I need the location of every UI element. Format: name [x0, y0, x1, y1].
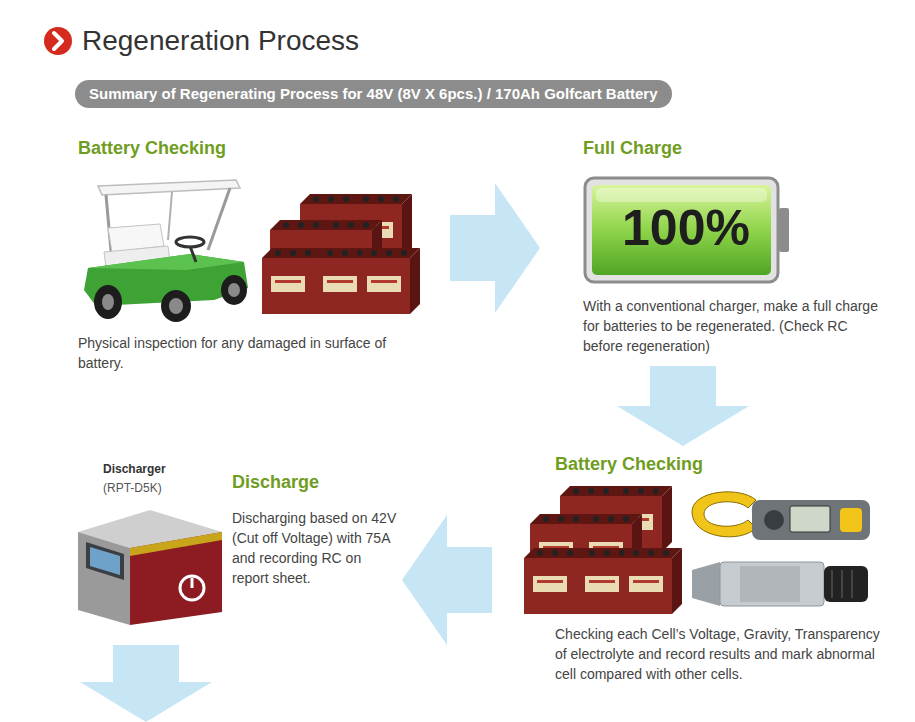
refractometer — [692, 562, 868, 606]
step-heading: Battery Checking — [78, 136, 423, 160]
battery-pack — [262, 194, 420, 314]
charge-percent: 100% — [600, 198, 772, 258]
title-icon — [44, 27, 72, 55]
step-description: Physical inspection for any damaged in s… — [78, 333, 423, 373]
process-step: DischargeDischarging based on 42V (Cut o… — [232, 470, 397, 588]
clamp-meter — [692, 492, 870, 540]
step-description: Checking each Cell’s Voltage, Gravity, T… — [555, 624, 882, 684]
charge-battery-icon — [585, 178, 789, 282]
battery-pack — [524, 486, 682, 614]
flow-arrow — [617, 366, 749, 446]
step-heading: Battery Checking — [555, 452, 882, 476]
device-model: (RPT-D5K) — [103, 480, 162, 496]
flow-arrow — [402, 515, 492, 645]
golf-cart — [84, 180, 248, 322]
step-description: With a conventional charger, make a full… — [583, 296, 878, 356]
step-heading: Discharge — [232, 470, 397, 494]
image-space — [78, 160, 423, 333]
page-title: Regeneration Process — [82, 24, 359, 58]
device-name: Discharger — [103, 461, 166, 477]
step-description: Discharging based on 42V (Cut off Voltag… — [232, 508, 397, 588]
continue-arrow — [80, 645, 212, 722]
image-space — [555, 476, 882, 624]
flow-arrow — [450, 183, 540, 313]
process-step: Battery CheckingChecking each Cell’s Vol… — [520, 452, 882, 684]
summary-banner: Summary of Regenerating Process for 48V … — [75, 80, 672, 108]
banner-text: Summary of Regenerating Process for 48V … — [89, 80, 658, 108]
process-step: Battery CheckingPhysical inspection for … — [78, 136, 423, 373]
step-heading: Full Charge — [583, 136, 878, 160]
image-space — [232, 494, 397, 508]
discharger-device — [78, 510, 222, 625]
